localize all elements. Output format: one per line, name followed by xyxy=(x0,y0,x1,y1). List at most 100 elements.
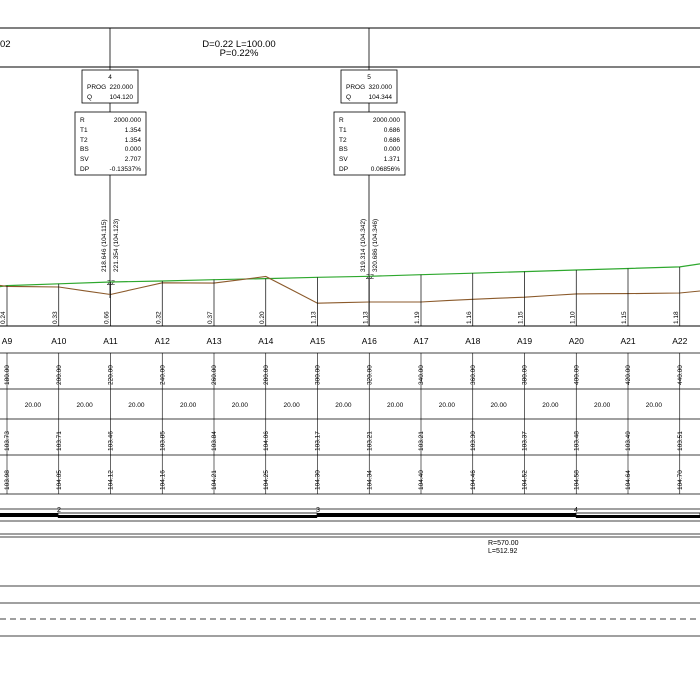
partial-distance: 20.00 xyxy=(335,402,352,409)
header-left-fragment: 02 xyxy=(0,39,11,50)
station-progressive: 200.00 xyxy=(56,365,63,385)
partial-distance: 20.00 xyxy=(232,402,249,409)
vertex-5-r-value: 2000.000 xyxy=(373,117,400,124)
station-progressive: 180.00 xyxy=(4,365,11,385)
vertex-4-t2-label: T2 xyxy=(80,137,88,144)
partial-distance-row: 20.00 20.00 20.00 20.00 20.00 20.00 20.00 20.00… xyxy=(25,402,663,409)
vertex-5-tangent-out: 320.686 (104.346) xyxy=(372,219,379,272)
vertex-4-number: 4 xyxy=(108,74,112,81)
station-progressive: 340.00 xyxy=(418,365,425,385)
vertex-4-bs-value: 0.000 xyxy=(125,146,142,153)
vertex-4-q: 104.120 xyxy=(110,94,134,101)
curve-length: L=512.92 xyxy=(488,548,517,555)
station-progressive: 380.00 xyxy=(522,365,529,385)
vertex-5-bs-label: BS xyxy=(339,146,348,153)
design-elevation: 104.34 xyxy=(366,470,373,490)
kilometer-band: 2 3 4 xyxy=(0,507,700,522)
partial-distance: 20.00 xyxy=(76,402,93,409)
station-name: A21 xyxy=(620,336,635,346)
ground-elevation: 103.49 xyxy=(625,431,632,451)
station-name: A18 xyxy=(465,336,480,346)
vertex-4-group: 4 PROG 220.000 Q 104.120 R 2000.000 T1 1… xyxy=(74,69,147,298)
elevation-diff-label: 1.18 xyxy=(673,311,680,324)
vertex-5-t1-value: 0.686 xyxy=(384,127,401,134)
vertex-5-q-label: Q xyxy=(346,94,351,101)
vertex-4-tangent-out: 221.354 (104.123) xyxy=(113,219,120,272)
km-marker-2: 2 xyxy=(57,507,61,514)
ground-elevation: 103.85 xyxy=(159,431,166,451)
header-band: 02 D=0.22 L=100.00 P=0.22% xyxy=(0,27,700,70)
design-elevation: 104.64 xyxy=(625,470,632,490)
station-ticks xyxy=(6,266,681,326)
design-elevation: 104.46 xyxy=(470,470,477,490)
station-name: A19 xyxy=(517,336,532,346)
ground-profile-line xyxy=(0,275,700,304)
design-elevation: 104.21 xyxy=(211,470,218,490)
station-progressive: 360.00 xyxy=(470,365,477,385)
design-elevation: 103.98 xyxy=(4,470,11,490)
vertex-4-t1-label: T1 xyxy=(80,127,88,134)
station-name: A14 xyxy=(258,336,273,346)
design-elevation: 104.52 xyxy=(522,470,529,490)
partial-distance: 20.00 xyxy=(128,402,145,409)
design-elevation: 104.70 xyxy=(677,470,684,490)
ground-elevation: 103.48 xyxy=(573,431,580,451)
vertex-5-bs-value: 0.000 xyxy=(384,146,401,153)
station-name: A9 xyxy=(2,336,13,346)
horizontal-alignment-band: R=570.00 L=512.92 xyxy=(0,533,700,637)
ground-elevation: 103.71 xyxy=(56,431,63,451)
station-name: A12 xyxy=(155,336,170,346)
vertex-5-prog: 320.000 xyxy=(369,84,393,91)
slope-percent: P=0.22% xyxy=(220,48,259,59)
elevation-diff-label: 1.15 xyxy=(621,311,628,324)
design-elevation: 104.05 xyxy=(56,470,63,490)
vertex-5-tangent-in: 319.314 (104.342) xyxy=(360,219,367,272)
elevation-diff-label: 1.10 xyxy=(569,311,576,324)
station-progressive: 220.00 xyxy=(108,365,115,385)
station-name: A13 xyxy=(206,336,221,346)
partial-distance: 20.00 xyxy=(180,402,197,409)
vertex-4-r-value: 2000.000 xyxy=(114,117,141,124)
ground-elevation: 103.21 xyxy=(366,431,373,451)
station-name: A17 xyxy=(413,336,428,346)
ground-elevation: 103.37 xyxy=(522,431,529,451)
elevation-diff-label: 1.16 xyxy=(466,311,473,324)
vertex-5-marker: ZZ xyxy=(366,274,374,281)
vertex-5-sv-value: 1.371 xyxy=(384,156,401,163)
ground-elevation: 103.84 xyxy=(211,431,218,451)
design-grade-line xyxy=(0,263,700,288)
station-name: A15 xyxy=(310,336,325,346)
partial-distance: 20.00 xyxy=(646,402,663,409)
ground-elevation: 103.17 xyxy=(315,431,322,451)
vertex-5-r-label: R xyxy=(339,117,344,124)
elevation-diff-label: 0.66 xyxy=(104,311,111,324)
vertex-4-box xyxy=(81,69,139,104)
elevation-diff-label: 0.37 xyxy=(207,311,214,324)
elevation-diff-label: 0.33 xyxy=(52,311,59,324)
ground-elevation: 103.73 xyxy=(4,431,11,451)
station-progressive: 240.00 xyxy=(159,365,166,385)
station-progressive: 260.00 xyxy=(211,365,218,385)
design-elevation: 104.25 xyxy=(263,470,270,490)
curve-radius: R=570.00 xyxy=(488,540,519,547)
elevation-diff-label: 0.20 xyxy=(259,311,266,324)
station-progressive: 280.00 xyxy=(263,365,270,385)
ground-elevation: 103.30 xyxy=(470,431,477,451)
partial-distance: 20.00 xyxy=(490,402,507,409)
partial-distance: 20.00 xyxy=(387,402,404,409)
design-elevation: 104.58 xyxy=(573,470,580,490)
ground-elevation: 103.21 xyxy=(418,431,425,451)
design-elevation: 104.16 xyxy=(159,470,166,490)
vertex-5-prog-label: PROG xyxy=(346,84,365,91)
station-progressive: 420.00 xyxy=(625,365,632,385)
design-elevation: 104.30 xyxy=(315,470,322,490)
vertex-4-prog: 220.000 xyxy=(110,84,134,91)
km-marker-3: 3 xyxy=(316,507,320,514)
vertex-5-q: 104.344 xyxy=(369,94,393,101)
elevation-diff-label: 0.32 xyxy=(155,311,162,324)
